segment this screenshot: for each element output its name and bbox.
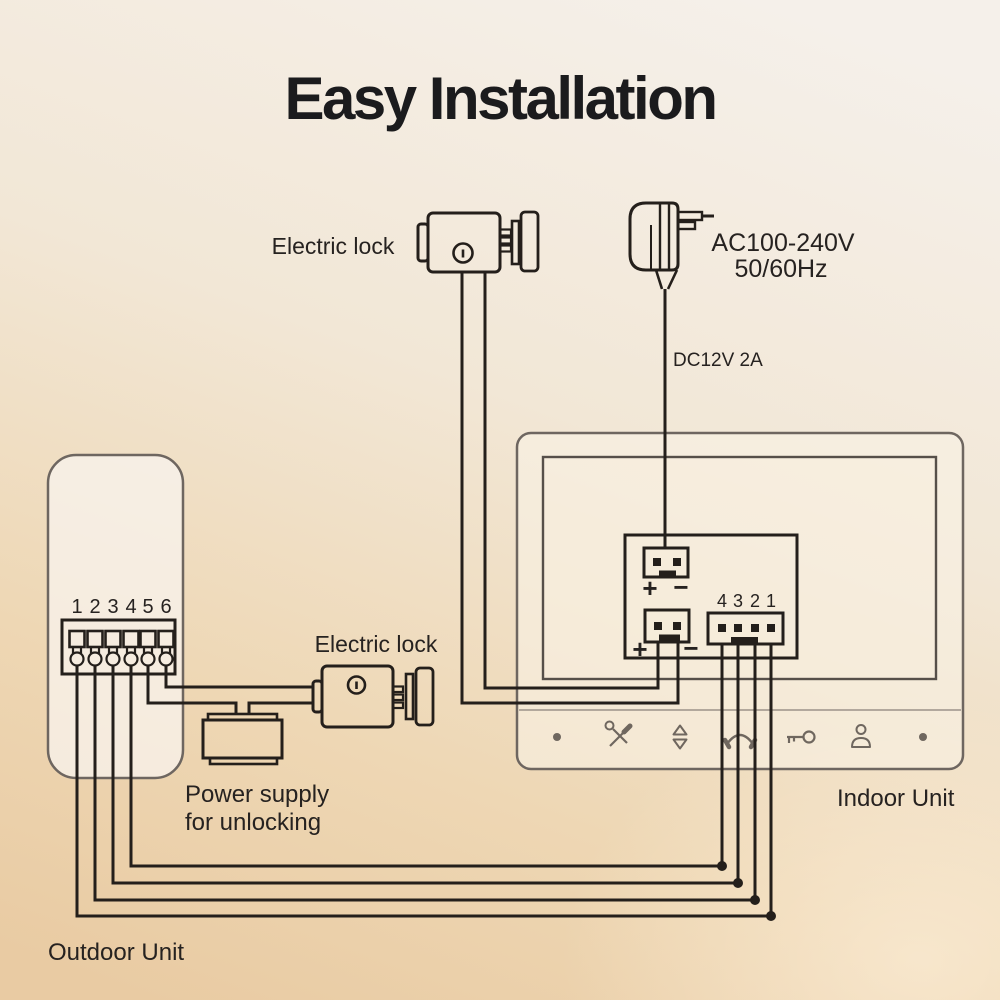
wire-terminal1-to-pin1 (75, 644, 773, 918)
indicator-dot-icon (553, 733, 561, 741)
polarity-marks: + − + − (632, 572, 698, 664)
terminal-block (60, 618, 177, 676)
svg-text:2: 2 (750, 591, 760, 611)
wire-junction-dots (717, 861, 776, 921)
cable-strain-relief (654, 269, 679, 290)
adapter-spec-line2: 50/60Hz (734, 255, 827, 283)
power-supply-label-line2: for unlocking (185, 809, 321, 836)
wire-terminal3-to-pin3 (111, 644, 740, 885)
top-connector-minus: − (673, 572, 688, 602)
outdoor-unit-label: Outdoor Unit (48, 939, 184, 966)
electric-lock-top (416, 210, 540, 274)
plug-prongs (676, 210, 714, 231)
connector-panel (623, 533, 799, 660)
wire-toplock-minus (460, 272, 680, 705)
electric-lock-top-label: Electric lock (272, 233, 395, 259)
wire-toplock-plus (483, 272, 660, 690)
terminal-sockets (68, 629, 175, 649)
labels: Electric lock AC100-240V 50/60Hz DC12V 2… (48, 229, 955, 966)
terminal-numbers: 1 2 3 4 5 6 (71, 596, 171, 618)
intercom-person-icon (851, 724, 871, 748)
svg-text:3: 3 (107, 596, 118, 618)
bottom-connector-minus: − (683, 633, 698, 663)
wire-terminal4-to-pin4 (129, 644, 724, 868)
button-icon-row (553, 720, 927, 750)
indoor-unit-label: Indoor Unit (837, 785, 955, 812)
indicator-dot-icon (919, 733, 927, 741)
unlock-key-icon (787, 730, 816, 744)
electric-lock-middle (311, 664, 435, 729)
svg-text:6: 6 (160, 596, 171, 618)
svg-text:1: 1 (71, 596, 82, 618)
svg-text:3: 3 (733, 591, 743, 611)
wire-terminal6-to-lock (164, 665, 314, 689)
wires (75, 272, 773, 918)
svg-text:5: 5 (142, 596, 153, 618)
volume-up-down-icon (672, 724, 688, 750)
power-supply-unlock (201, 712, 284, 766)
dc-output-label: DC12V 2A (673, 350, 763, 371)
indoor-unit-monitor (515, 431, 965, 771)
wire-powersupply-to-lock (247, 701, 314, 715)
settings-tools-icon (604, 720, 633, 747)
adapter-spec-line1: AC100-240V (711, 229, 854, 257)
svg-text:4: 4 (717, 591, 727, 611)
page-title: Easy Installation (284, 65, 719, 132)
bus-4pin-connector (706, 611, 785, 646)
power-adapter (628, 201, 714, 290)
svg-text:4: 4 (125, 596, 136, 618)
electric-lock-middle-label: Electric lock (315, 631, 438, 657)
pin-numbers: 4 3 2 1 (717, 591, 776, 611)
top-connector-plus: + (642, 573, 657, 603)
svg-text:2: 2 (89, 596, 100, 618)
power-supply-label-line1: Power supply (185, 781, 329, 808)
lock-out-connector (643, 608, 691, 644)
monitor-body (515, 431, 965, 771)
wire-terminal5-to-powersupply (146, 665, 238, 715)
terminal-screws (69, 647, 174, 667)
wire-terminal2-to-pin2 (93, 644, 757, 902)
bottom-connector-plus: + (632, 634, 647, 664)
svg-text:1: 1 (766, 591, 776, 611)
